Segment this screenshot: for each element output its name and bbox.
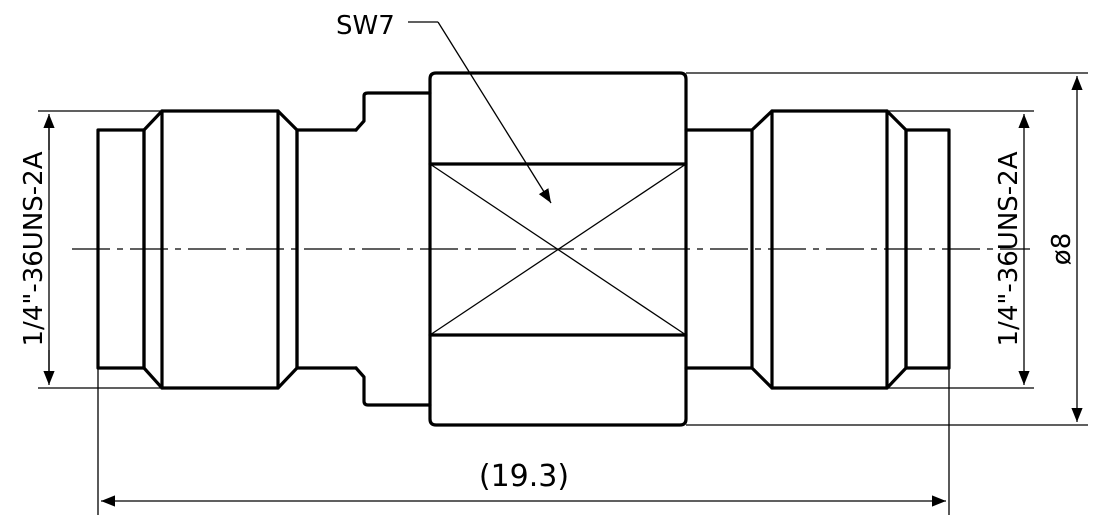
wrench-size-label: SW7	[336, 11, 395, 41]
length-dimension: (19.3)	[97, 368, 950, 515]
right-neck	[684, 128, 754, 370]
length-label: (19.3)	[479, 459, 569, 494]
right-connector	[750, 109, 951, 390]
hex-body	[428, 71, 688, 427]
diameter-dimension: ø8	[686, 72, 1088, 426]
left-thread-dimension: 1/4"-36UNS-2A	[19, 110, 162, 389]
flat-cross-2	[429, 163, 687, 336]
right-thread-label: 1/4"-36UNS-2A	[994, 151, 1024, 346]
left-thread-label: 1/4"-36UNS-2A	[19, 151, 49, 346]
left-neck	[295, 91, 432, 407]
left-connector	[96, 109, 299, 390]
diameter-label: ø8	[1047, 233, 1077, 265]
right-thread-dimension: 1/4"-36UNS-2A	[887, 110, 1034, 389]
leader-arrow	[437, 21, 552, 204]
wrench-size-callout: SW7	[336, 11, 552, 204]
